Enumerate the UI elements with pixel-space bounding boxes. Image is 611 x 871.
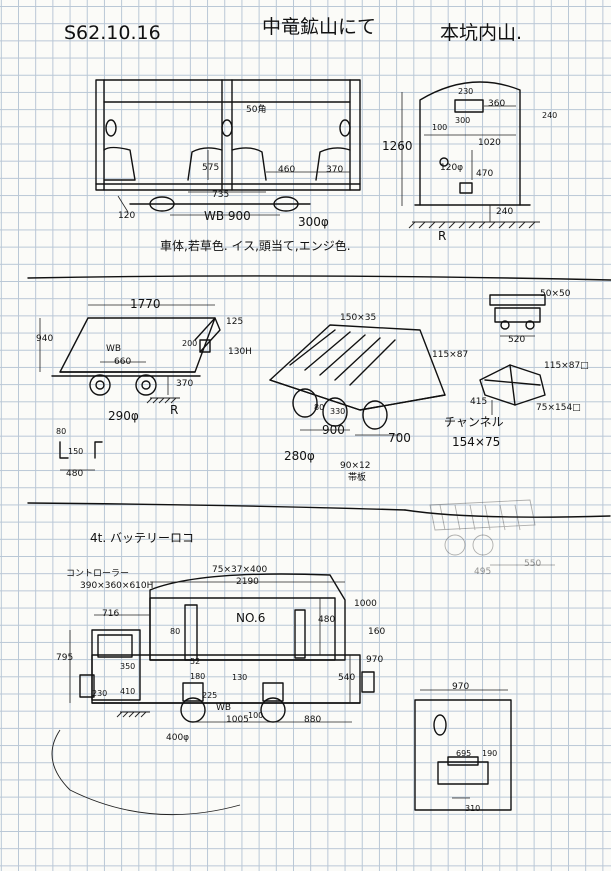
dim-label: 150×35 bbox=[340, 313, 377, 323]
dim-label: 310 bbox=[465, 804, 481, 813]
dim-label: 660 bbox=[114, 357, 132, 367]
dim-label: 80 bbox=[314, 403, 325, 412]
dim-label: 230 bbox=[92, 689, 108, 698]
dim-label: R bbox=[438, 229, 447, 243]
dim-label: 115×87□ bbox=[544, 361, 589, 371]
dim-label: 75×154□ bbox=[536, 403, 581, 413]
faint-bleed-through-sketch bbox=[429, 499, 555, 566]
dim-label: 700 bbox=[388, 431, 411, 445]
dim-label: チャンネル bbox=[444, 415, 504, 429]
dim-label: 130 bbox=[232, 673, 248, 682]
dim-label: WB 900 bbox=[204, 209, 251, 223]
dim-label: 240 bbox=[496, 207, 514, 217]
dim-label: 970 bbox=[452, 682, 470, 692]
dim-label: 帯板 bbox=[348, 473, 367, 483]
dim-label: 120φ bbox=[440, 163, 464, 173]
loco-number: NO.6 bbox=[236, 611, 266, 625]
dim-label: 80 bbox=[56, 427, 67, 436]
flat-car-perspective-view bbox=[269, 324, 446, 436]
dim-label: 550 bbox=[524, 559, 542, 569]
dim-label: 360 bbox=[488, 99, 506, 109]
dim-label: 480 bbox=[318, 615, 336, 625]
dim-label: 75×37×400 bbox=[212, 565, 268, 575]
dim-label: 460 bbox=[278, 165, 296, 175]
dim-label: 716 bbox=[102, 609, 120, 619]
dim-label: 190 bbox=[482, 749, 498, 758]
dim-label: 1000 bbox=[354, 599, 377, 609]
dim-label: 480 bbox=[66, 469, 84, 479]
dim-label: 225 bbox=[202, 691, 218, 700]
dim-label: 540 bbox=[338, 673, 356, 683]
dim-label: 495 bbox=[474, 567, 492, 577]
dim-label: 100 bbox=[432, 123, 448, 132]
dim-label: 410 bbox=[120, 687, 136, 696]
dim-label: 240 bbox=[542, 111, 558, 120]
battery-loco-side-view bbox=[51, 573, 375, 816]
divider-line-2 bbox=[27, 502, 406, 511]
dim-label: 350 bbox=[120, 662, 136, 671]
dim-label: 390×360×610H bbox=[80, 581, 154, 591]
dim-label: 1260 bbox=[382, 139, 413, 153]
date-label: S62.10.16 bbox=[64, 22, 161, 44]
dim-label: 695 bbox=[456, 749, 472, 758]
passenger-car-side-view bbox=[95, 79, 361, 216]
dim-label: 115×87 bbox=[432, 350, 469, 360]
dim-label: 370 bbox=[326, 165, 344, 175]
dim-label: 230 bbox=[458, 87, 474, 96]
dim-label: 154×75 bbox=[452, 435, 501, 449]
frame-corner-detail bbox=[479, 364, 546, 415]
dim-label: 330 bbox=[330, 407, 346, 416]
dim-label: 470 bbox=[476, 169, 494, 179]
dim-label: 160 bbox=[368, 627, 386, 637]
dim-label: 370 bbox=[176, 379, 194, 389]
dim-label: WB bbox=[216, 703, 232, 713]
divider-line-3 bbox=[404, 509, 611, 518]
dim-label: 1005 bbox=[226, 715, 249, 725]
dim-label: 1020 bbox=[478, 138, 501, 148]
cross-member-detail bbox=[489, 294, 546, 337]
divider-line-1 bbox=[27, 275, 611, 281]
note-label: 本坑内山. bbox=[440, 22, 523, 44]
color-note: 車体,若草色. イス,頭当て,エンジ色. bbox=[160, 239, 351, 253]
dim-label: 970 bbox=[366, 655, 384, 665]
dim-label: 940 bbox=[36, 334, 54, 344]
dim-label: 290φ bbox=[108, 409, 139, 423]
dim-label: 100 bbox=[248, 711, 264, 720]
dim-label: 150 bbox=[68, 447, 84, 456]
dim-label: 180 bbox=[190, 672, 206, 681]
dim-label: 120 bbox=[118, 211, 136, 221]
flat-car-small-section bbox=[59, 441, 103, 471]
dim-label: 300φ bbox=[298, 215, 329, 229]
dim-label: 52 bbox=[190, 657, 201, 666]
dim-label: 50×50 bbox=[540, 289, 571, 299]
dim-label: 80 bbox=[170, 627, 181, 636]
dim-label: 50角 bbox=[246, 105, 267, 115]
dim-label: 125 bbox=[226, 317, 244, 327]
dim-label: 415 bbox=[470, 397, 488, 407]
loco-title: 4t. バッテリーロコ bbox=[90, 531, 194, 545]
dim-label: WB bbox=[106, 344, 122, 354]
passenger-car-end-view bbox=[401, 81, 540, 229]
dim-label: 280φ bbox=[284, 449, 315, 463]
dim-label: 735 bbox=[212, 190, 230, 200]
dim-label: 130H bbox=[228, 347, 252, 357]
battery-loco-end-view bbox=[414, 689, 512, 811]
dim-label: 880 bbox=[304, 715, 322, 725]
dim-label: 90×12 bbox=[340, 461, 371, 471]
dim-label: 520 bbox=[508, 335, 526, 345]
dim-label: 200 bbox=[182, 339, 198, 348]
flat-car-side-view bbox=[39, 304, 221, 404]
location-label: 中竜鉱山にて bbox=[262, 16, 377, 38]
dim-label: コントローラー bbox=[66, 569, 130, 579]
dim-label: 1770 bbox=[130, 297, 161, 311]
dim-label: 300 bbox=[455, 116, 471, 125]
dim-label: 575 bbox=[202, 163, 220, 173]
dim-label: 400φ bbox=[166, 733, 190, 743]
dim-label: 2190 bbox=[236, 577, 259, 587]
dim-label: 795 bbox=[56, 653, 74, 663]
dim-label: R bbox=[170, 403, 179, 417]
dim-label: 900 bbox=[322, 423, 345, 437]
